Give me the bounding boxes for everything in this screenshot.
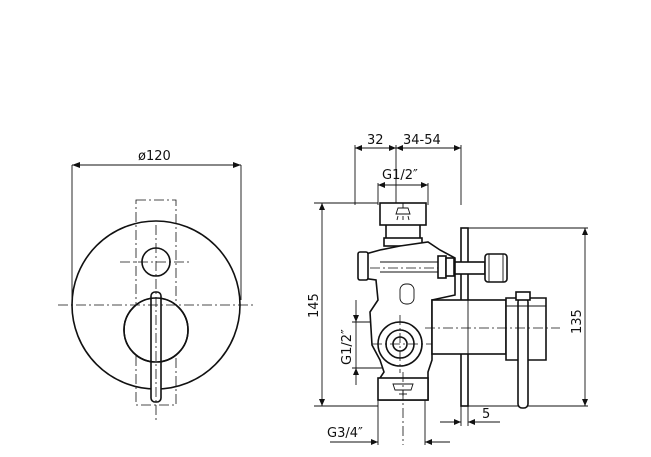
right-height-label: 135	[570, 309, 585, 334]
side-connection-label: G1/2″	[340, 329, 355, 365]
mixer-lever-side	[517, 297, 529, 409]
side-view: 32 34-54 G1/2″ 145 G1/2″ 135	[307, 133, 588, 445]
total-height-label: 145	[307, 293, 322, 318]
left-nut	[357, 251, 369, 281]
diverter-spindle	[454, 261, 486, 275]
diverter-knob-side	[484, 253, 508, 283]
bottom-connection-label: G3/4″	[327, 426, 363, 441]
depth-range-label: 34-54	[403, 133, 441, 148]
front-view: ø120	[58, 149, 255, 420]
shower-head-icon	[395, 203, 411, 221]
diameter-label: ø120	[138, 149, 171, 164]
cartridge-housing	[431, 299, 507, 355]
plate-thickness-label: 5	[482, 407, 490, 422]
top-connection-label: G1/2″	[382, 168, 418, 183]
depth-front-label: 32	[367, 133, 384, 148]
